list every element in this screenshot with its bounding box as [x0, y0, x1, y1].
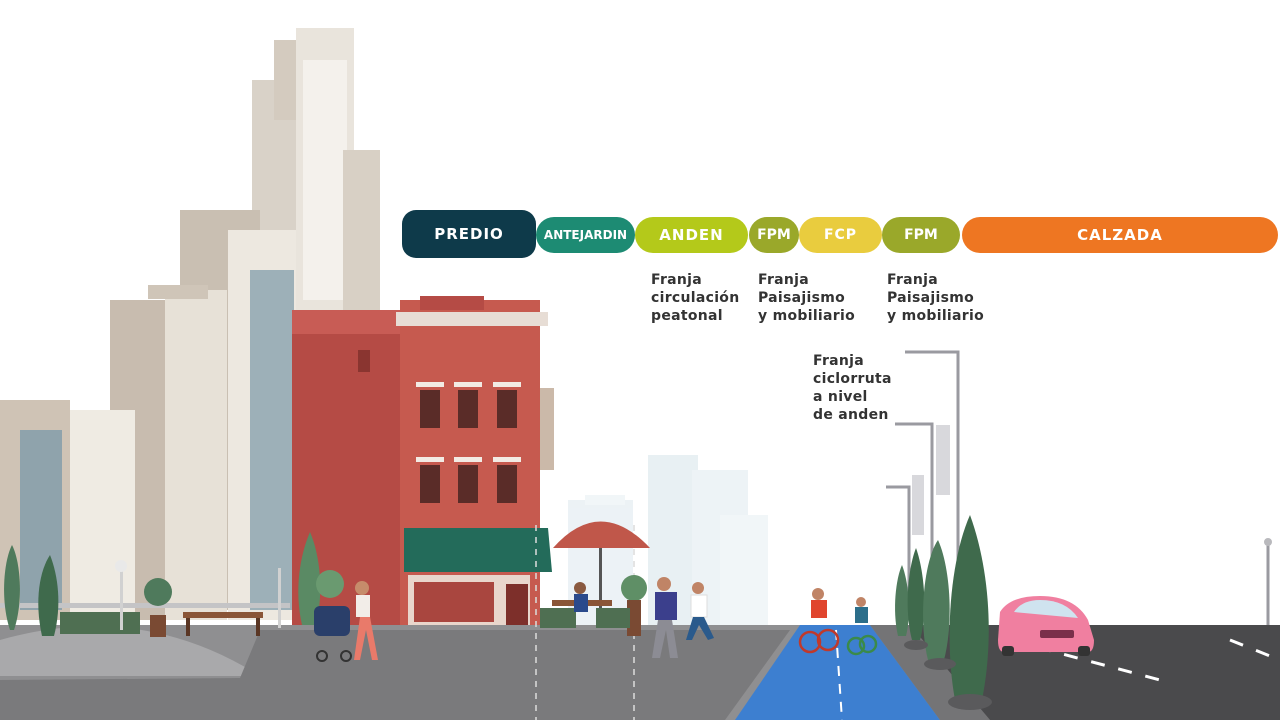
- zone-fpm-2: FPM: [882, 217, 960, 253]
- zone-calzada-label: CALZADA: [1077, 226, 1163, 244]
- label-franja-circulacion: Franja circulación peatonal: [651, 272, 740, 324]
- zone-fcp-label: FCP: [823, 227, 858, 243]
- label-franja-paisajismo-2: Franja Paisajismo y mobiliario: [887, 272, 984, 324]
- zone-calzada: CALZADA: [962, 217, 1278, 253]
- zone-fpm-2-label: FPM: [904, 227, 938, 243]
- zone-antejardin: ANTEJARDIN: [536, 217, 635, 253]
- label-franja-ciclorruta: Franja ciclorruta a nivel de anden: [813, 353, 892, 423]
- zone-anden-label: ANDEN: [659, 226, 724, 244]
- zone-fcp: FCP: [799, 217, 882, 253]
- car: [998, 596, 1094, 656]
- zone-predio: PREDIO: [402, 210, 536, 258]
- zone-antejardin-label: ANTEJARDIN: [543, 228, 628, 242]
- zone-predio-label: PREDIO: [434, 225, 504, 243]
- zone-anden: ANDEN: [635, 217, 748, 253]
- people: [314, 577, 878, 662]
- plaza: [0, 560, 290, 637]
- label-franja-paisajismo-1: Franja Paisajismo y mobiliario: [758, 272, 855, 324]
- zone-fpm-1: FPM: [749, 217, 799, 253]
- bike-lane: [735, 625, 940, 720]
- trees: [4, 515, 992, 710]
- zone-fpm-1-label: FPM: [757, 227, 791, 243]
